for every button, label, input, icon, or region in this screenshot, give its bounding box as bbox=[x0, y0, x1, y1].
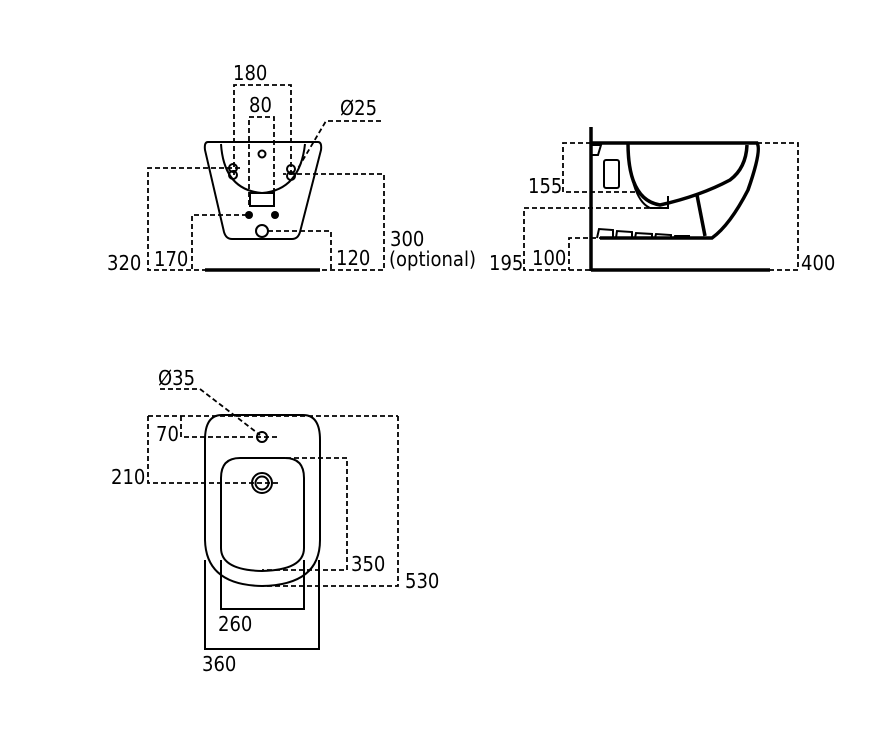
label-260: 260 bbox=[218, 612, 252, 636]
waste-spigot bbox=[627, 149, 669, 209]
pedestal-profile bbox=[695, 194, 707, 237]
bidet-side-outline bbox=[591, 141, 761, 240]
fixing-hole-left-2 bbox=[228, 170, 238, 180]
dim-170 bbox=[191, 214, 247, 270]
top-view: Ø35 70 210 350 530 260 360 bbox=[111, 366, 439, 676]
label-155: 155 bbox=[528, 174, 562, 198]
bowl-top-outline bbox=[220, 457, 305, 573]
label-180: 180 bbox=[233, 61, 267, 85]
dim-530 bbox=[262, 416, 399, 587]
bowl-profile bbox=[626, 142, 749, 207]
dim-360 bbox=[204, 560, 320, 650]
dim-100 bbox=[568, 237, 700, 270]
label-optional: (optional) bbox=[389, 247, 476, 271]
label-80: 80 bbox=[249, 93, 272, 117]
supply-point-left bbox=[245, 211, 253, 219]
label-170: 170 bbox=[154, 247, 188, 271]
leader-35 bbox=[160, 388, 261, 436]
bracket-slot bbox=[249, 192, 275, 207]
bidet-front-outline bbox=[203, 141, 323, 240]
dim-320 bbox=[147, 167, 385, 271]
leader-25 bbox=[296, 120, 381, 171]
tap-hole bbox=[257, 149, 267, 159]
label-100: 100 bbox=[532, 246, 566, 270]
waste-outlet bbox=[255, 224, 269, 238]
dim-195 bbox=[523, 207, 665, 271]
label-320: 320 bbox=[107, 251, 141, 275]
dim-210 bbox=[147, 416, 278, 484]
front-view: 180 80 Ø25 320 170 120 300 (optional) bbox=[107, 61, 476, 275]
supply-point-right bbox=[271, 211, 279, 219]
side-view: 155 195 100 400 bbox=[489, 127, 835, 275]
wall-bracket bbox=[592, 144, 603, 156]
label-d25: Ø25 bbox=[340, 96, 377, 120]
label-195: 195 bbox=[489, 251, 523, 275]
label-70: 70 bbox=[156, 422, 179, 446]
bidet-top-outline bbox=[204, 414, 321, 588]
label-360: 360 bbox=[202, 652, 236, 676]
dim-350 bbox=[262, 457, 348, 571]
dim-180 bbox=[233, 84, 292, 175]
label-d35: Ø35 bbox=[158, 366, 195, 390]
dim-80 bbox=[248, 116, 275, 205]
label-120: 120 bbox=[336, 246, 370, 270]
label-350: 350 bbox=[351, 552, 385, 576]
dim-70 bbox=[180, 416, 278, 438]
supply-fitting bbox=[603, 159, 620, 189]
dim-400 bbox=[757, 142, 799, 271]
base-ribs bbox=[596, 227, 690, 239]
dim-155 bbox=[562, 142, 640, 193]
label-210: 210 bbox=[111, 465, 145, 489]
dim-260 bbox=[220, 560, 305, 610]
label-300: 300 bbox=[390, 227, 424, 251]
label-400: 400 bbox=[801, 251, 835, 275]
label-530: 530 bbox=[405, 569, 439, 593]
dim-120 bbox=[268, 230, 332, 270]
